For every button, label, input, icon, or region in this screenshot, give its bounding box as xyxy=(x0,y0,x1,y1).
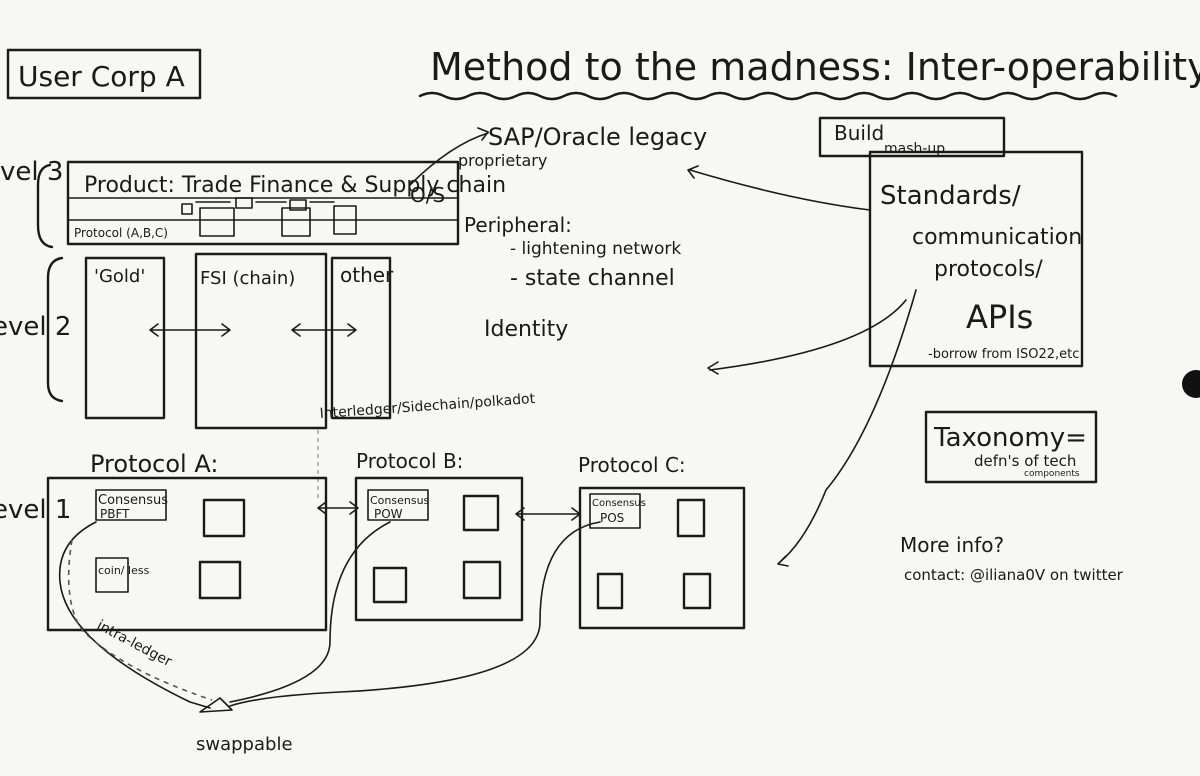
user-corp-label: User Corp A xyxy=(18,60,185,93)
mashup-label: mash-up xyxy=(884,141,945,157)
sap-oracle-label: SAP/Oracle legacy xyxy=(488,123,707,151)
protocol-b-c-arrow xyxy=(515,507,581,521)
level-2-label: Level 2 xyxy=(0,312,71,342)
build-label: Build xyxy=(834,121,884,145)
protocol-b-component-2 xyxy=(372,566,408,604)
protocol-a-component-1 xyxy=(202,498,246,538)
standards-arrow-to-level-2 xyxy=(707,299,907,375)
level-1-label: Level 1 xyxy=(0,495,71,525)
protocol-b-component-1 xyxy=(462,494,500,532)
protocol-c-consensus-box xyxy=(589,493,641,529)
level-2-arrow-1 xyxy=(149,323,231,337)
level-2-bracket xyxy=(46,256,64,403)
standards-line-1: Standards/ xyxy=(880,181,1021,211)
protocol-a-consensus-label: Consensus xyxy=(98,493,168,508)
diagram-title: Method to the madness: Inter-operability… xyxy=(430,45,1200,89)
taxonomy-line-2: defn's of tech xyxy=(974,452,1076,470)
user-corp-box xyxy=(6,48,202,100)
level-2-box-fsi xyxy=(194,252,328,430)
more-info-line-2: contact: @iliana0V on twitter xyxy=(904,566,1124,584)
more-info-line-1: More info? xyxy=(900,533,1004,557)
level-2-box-other xyxy=(330,256,392,420)
standards-line-2: communication xyxy=(912,225,1082,250)
swappable-arrowhead xyxy=(199,697,233,713)
proprietary-label: proprietary xyxy=(458,151,547,170)
protocol-a-algo-label: PBFT xyxy=(100,507,130,521)
standards-apis: APIs xyxy=(966,298,1033,336)
identity-label: Identity xyxy=(484,317,568,342)
level-2-group: 'Gold' FSI (chain) other xyxy=(84,252,394,430)
protocol-c-consensus-label: Consensus xyxy=(592,498,646,509)
peripheral-item-2: - state channel xyxy=(510,266,675,291)
sap-arrow xyxy=(409,127,489,186)
title-underline xyxy=(418,91,1118,101)
level-3-bracket xyxy=(36,163,54,249)
protocol-a-coin-label: coin/ less xyxy=(98,564,150,577)
protocol-c-algo-label: POS xyxy=(600,511,624,525)
level-3-label: Level 3 xyxy=(0,157,63,187)
standards-arrow-to-sap xyxy=(687,165,871,211)
protocol-b-label: Protocol B: xyxy=(356,449,463,473)
intra-ledger-label: intra-ledger xyxy=(94,617,174,670)
protocol-b-component-3 xyxy=(462,560,502,600)
standards-box xyxy=(868,150,1084,368)
interledger-arrow xyxy=(317,501,359,515)
os-label: O/S xyxy=(410,183,445,207)
protocol-a-consensus-box xyxy=(95,489,167,521)
peripheral-title: Peripheral: xyxy=(464,213,572,237)
protocol-a-component-2 xyxy=(198,560,242,600)
peripheral-item-1: - lightening network xyxy=(510,239,681,259)
protocol-c-component-3 xyxy=(682,572,712,610)
protocol-c-component-2 xyxy=(596,572,624,610)
level-2-other-label: other xyxy=(340,263,394,287)
product-label: Product: Trade Finance & Supply chain xyxy=(84,173,506,198)
level-2-arrow-2 xyxy=(291,323,357,337)
standards-borrow: -borrow from ISO22,etc xyxy=(928,347,1079,362)
interledger-label: Interledger/Sidechain/polkadot xyxy=(319,391,536,422)
swappable-label: swappable xyxy=(196,734,293,755)
whiteboard-magnet xyxy=(1182,370,1200,398)
taxonomy-line-1: Taxonomy= xyxy=(933,423,1087,453)
protocol-b-consensus-label: Consensus xyxy=(370,494,430,507)
level-2-fsi-label: FSI (chain) xyxy=(200,268,295,289)
protocol-a-coin-box xyxy=(95,557,129,593)
level-2-box-gold xyxy=(84,256,166,420)
protocol-c-box xyxy=(578,486,746,630)
taxonomy-box xyxy=(924,410,1098,484)
intra-ledger-dashed xyxy=(67,539,213,701)
standards-arrow-to-level-1 xyxy=(777,289,917,567)
protocol-a-box xyxy=(46,476,328,632)
protocol-c-component-1 xyxy=(676,498,706,538)
taxonomy-line-3: components xyxy=(1024,469,1080,479)
protocol-b-consensus-box xyxy=(367,489,429,521)
swap-curve-b xyxy=(229,521,391,703)
level-2-gold-label: 'Gold' xyxy=(94,266,145,287)
protocol-abc-label: Protocol (A,B,C) xyxy=(74,226,168,240)
protocol-b-algo-label: POW xyxy=(374,507,403,521)
build-mashup-box xyxy=(818,116,1006,158)
level-3-product-box: Product: Trade Finance & Supply chain O/… xyxy=(66,160,506,246)
protocol-c-label: Protocol C: xyxy=(578,453,686,477)
swap-curve-c xyxy=(229,521,601,707)
swap-curve-a xyxy=(58,521,211,709)
protocol-a-label: Protocol A: xyxy=(90,450,218,478)
standards-line-3: protocols/ xyxy=(934,257,1043,282)
